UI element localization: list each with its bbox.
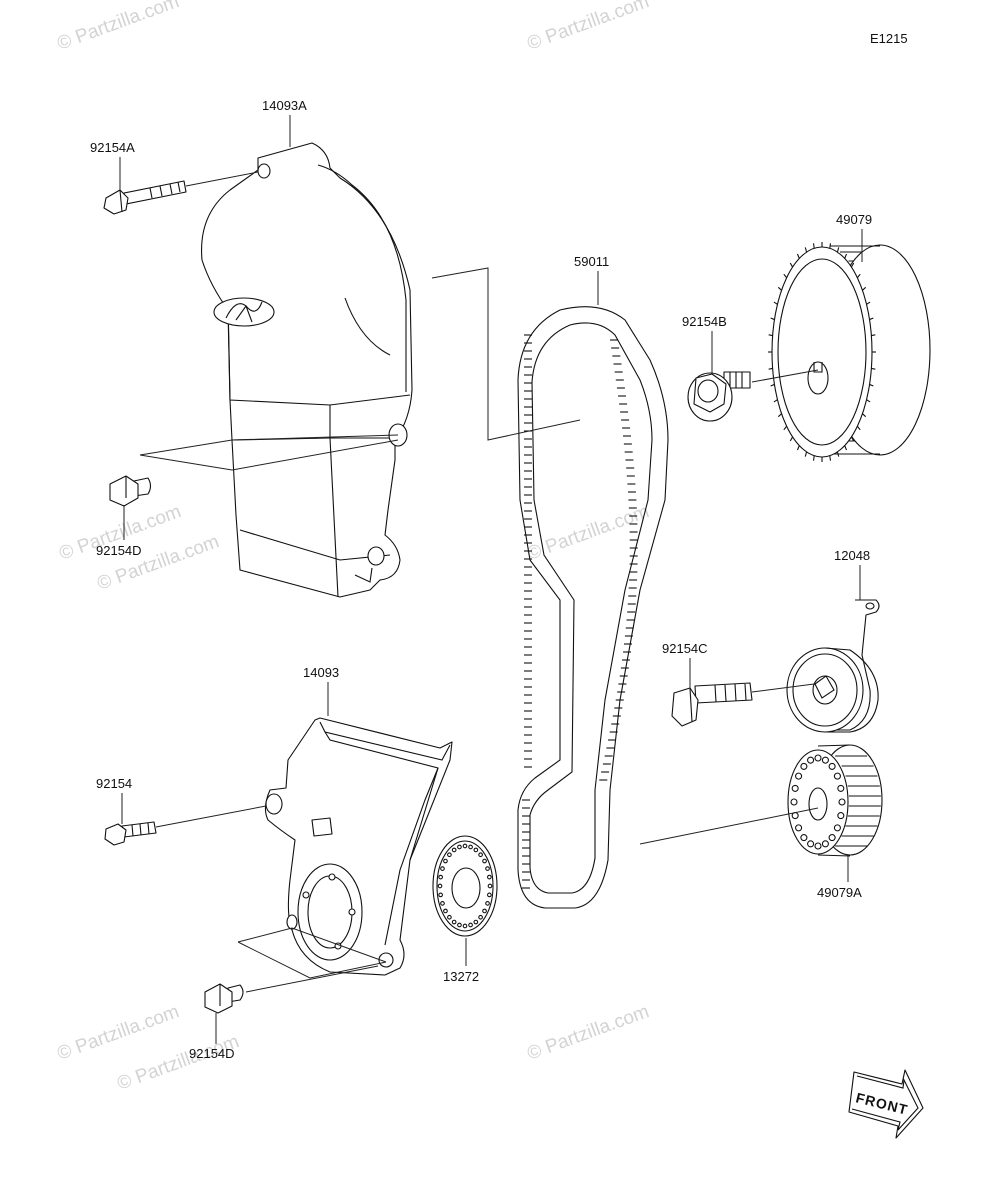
diagram-code: E1215 <box>870 31 908 46</box>
crank-pulley[interactable] <box>787 744 883 857</box>
label-49079a: 49079A <box>817 885 862 900</box>
watermark: © Partzilla.com <box>525 0 652 55</box>
label-92154: 92154 <box>96 776 132 791</box>
front-direction-arrow: FRONT <box>848 1069 924 1139</box>
cam-pulley[interactable] <box>768 242 931 462</box>
belt-tensioner[interactable] <box>786 599 880 733</box>
timing-belt[interactable] <box>517 306 669 909</box>
label-13272: 13272 <box>443 969 479 984</box>
watermark: © Partzilla.com <box>115 1031 242 1095</box>
label-92154b: 92154B <box>682 314 727 329</box>
lower-timing-cover[interactable] <box>264 717 453 976</box>
label-92154a: 92154A <box>90 140 135 155</box>
watermark: © Partzilla.com <box>525 1001 652 1065</box>
brand-logo-icon <box>213 297 275 327</box>
bolt-92154[interactable] <box>104 821 157 846</box>
bolt-92154a[interactable] <box>103 180 187 215</box>
label-92154d-lower: 92154D <box>189 1046 235 1061</box>
bolt-92154d-lower[interactable] <box>204 983 244 1014</box>
crank-plate-13272[interactable] <box>432 835 498 937</box>
label-92154d-upper: 92154D <box>96 543 142 558</box>
label-92154c: 92154C <box>662 641 708 656</box>
watermark: © Partzilla.com <box>55 0 182 55</box>
label-12048: 12048 <box>834 548 870 563</box>
label-14093: 14093 <box>303 665 339 680</box>
leader-lines <box>119 115 863 1044</box>
watermark: © Partzilla.com <box>55 1001 182 1065</box>
bolt-92154b[interactable] <box>687 371 751 422</box>
bolt-92154d-upper[interactable] <box>109 475 152 507</box>
label-49079: 49079 <box>836 212 872 227</box>
label-14093a: 14093A <box>262 98 307 113</box>
upper-timing-cover[interactable] <box>201 142 413 598</box>
label-59011: 59011 <box>574 254 609 269</box>
bolt-92154c[interactable] <box>671 682 753 727</box>
